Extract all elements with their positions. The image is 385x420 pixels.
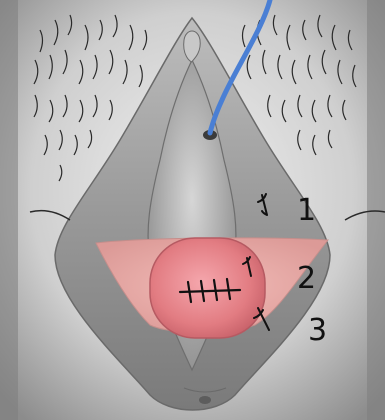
anal-opening: [199, 396, 211, 404]
rectal-mass: [150, 238, 265, 338]
label-layer-2: 2: [297, 261, 316, 296]
left-edge-shade: [0, 0, 18, 420]
label-layer-3: 3: [308, 313, 327, 348]
right-edge-shade: [367, 0, 385, 420]
label-layer-1: 1: [297, 193, 316, 228]
